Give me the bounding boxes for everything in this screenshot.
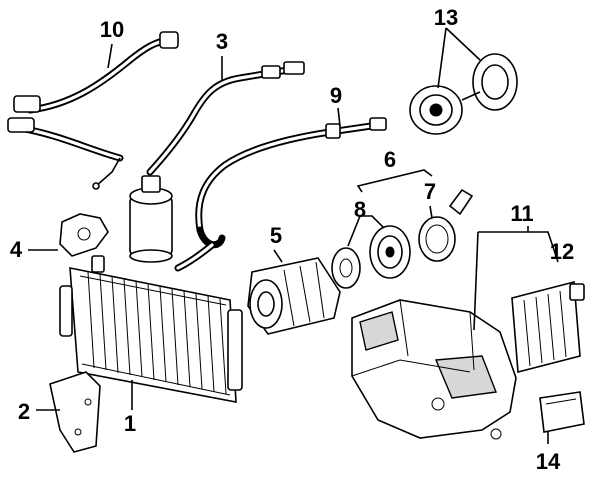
- callout-14: 14: [535, 449, 561, 474]
- callout-11: 11: [510, 201, 534, 226]
- callout-7: 7: [423, 179, 437, 204]
- callout-13: 13: [433, 5, 459, 30]
- callout-5: 5: [269, 223, 283, 248]
- callout-6: 6: [383, 147, 397, 172]
- callout-10: 10: [99, 17, 125, 42]
- clutch-pulley: [369, 225, 411, 279]
- liquid-line-9: [174, 117, 387, 272]
- callout-3: 3: [215, 29, 229, 54]
- compressor-5: [247, 257, 341, 335]
- hose-assembly-10: [7, 31, 179, 190]
- callout-8: 8: [353, 197, 367, 222]
- clutch-hub-8: [331, 247, 361, 289]
- bracket-2: [49, 371, 101, 453]
- blower-motor-13: [409, 53, 518, 135]
- clutch-coil-7: [418, 188, 474, 262]
- control-module-14: [539, 391, 585, 433]
- leader-lines: [28, 27, 559, 444]
- accumulator-hose-3: [129, 61, 305, 263]
- callout-1: 1: [123, 411, 137, 436]
- callout-9: 9: [329, 83, 343, 108]
- callout-4: 4: [9, 237, 23, 262]
- heater-case-11: [351, 299, 517, 440]
- bracket-4: [59, 213, 109, 257]
- condenser-1: [59, 255, 243, 403]
- callout-2: 2: [17, 399, 31, 424]
- heater-core-12: [511, 280, 585, 374]
- callout-12: 12: [549, 239, 575, 264]
